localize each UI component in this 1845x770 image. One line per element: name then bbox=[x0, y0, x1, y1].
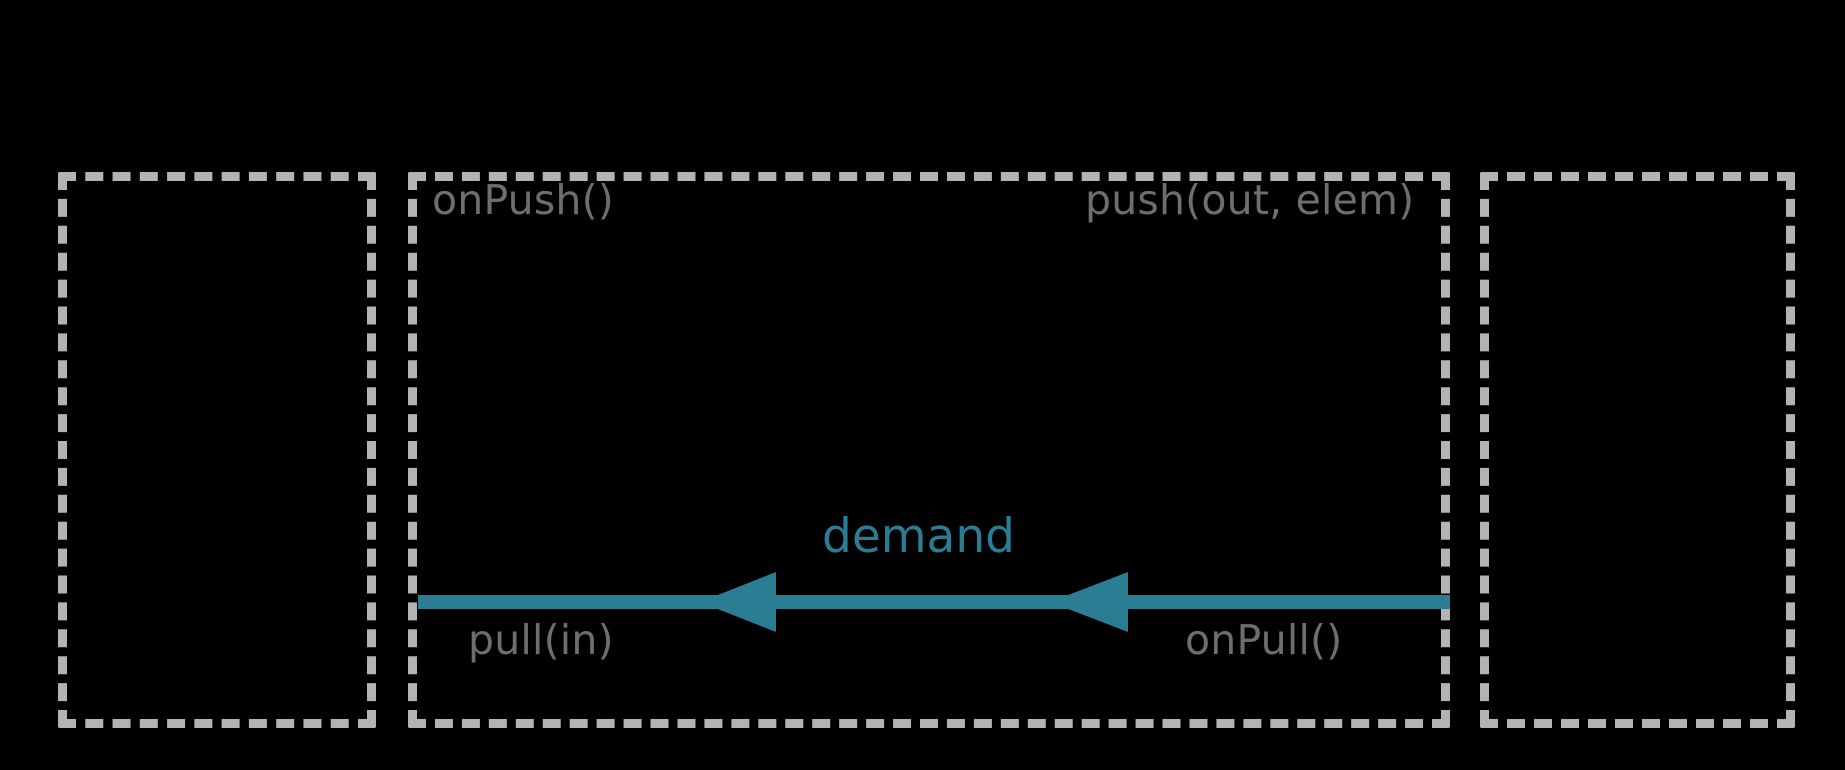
demand-label: demand bbox=[822, 509, 1015, 564]
stage-box bbox=[408, 172, 1450, 728]
on-push-label: onPush() bbox=[432, 176, 614, 224]
demand-arrow-icon bbox=[418, 572, 1450, 632]
pull-in-label: pull(in) bbox=[468, 616, 614, 664]
downstream-box bbox=[1480, 172, 1795, 728]
push-out-elem-label: push(out, elem) bbox=[1085, 176, 1415, 224]
upstream-box bbox=[58, 172, 376, 728]
on-pull-label: onPull() bbox=[1185, 616, 1343, 664]
